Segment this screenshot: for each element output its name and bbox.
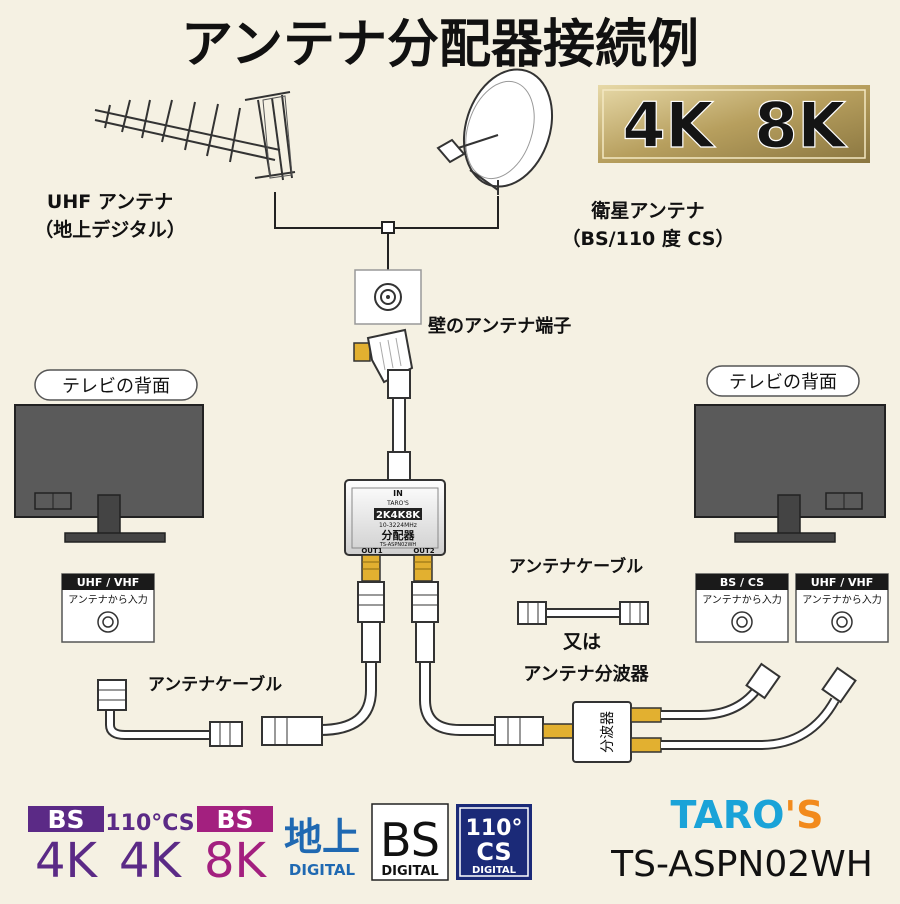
splitter-name: 分配器 <box>382 528 416 542</box>
tv-right-port-1-sub: アンテナから入力 <box>702 593 782 606</box>
separator-body-text: 分波器 <box>600 711 616 753</box>
logo-chideji-bottom: DIGITAL <box>289 861 356 879</box>
svg-text:TARO'S: TARO'S <box>671 793 824 837</box>
brand-logo: TARO'S <box>671 793 824 837</box>
uhf-antenna-icon <box>94 91 296 181</box>
logo-csdigital-bottom: DIGITAL <box>472 865 517 876</box>
short-cable-icon <box>517 601 649 625</box>
input-cable <box>392 397 406 459</box>
splitter-brand: TARO'S <box>386 500 409 507</box>
tv-right-antenna-port-bscs: BS / CS アンテナから入力 <box>695 573 789 643</box>
cable-label-right: アンテナケーブル <box>509 556 643 577</box>
splitter-model: TS-ASPN02WH <box>379 542 417 548</box>
wall-antenna-terminal <box>354 269 422 325</box>
page-title: アンテナ分配器接続例 <box>181 15 699 75</box>
tv-left-port-sub: アンテナから入力 <box>68 593 148 606</box>
tv-right-back-label: テレビの背面 <box>729 372 837 393</box>
tv-right-antenna-port-uhf: UHF / VHF アンテナから入力 <box>795 573 889 643</box>
brand-logo-main: TARO <box>671 793 785 837</box>
f-connectors-vertical <box>357 581 439 663</box>
f-connector-right <box>494 716 574 746</box>
logo-bs8k-top: BS <box>216 805 253 834</box>
splitter-output-ports <box>361 554 433 582</box>
logo-chideji-top: 地上 <box>284 815 360 859</box>
tv-left: テレビの背面 <box>14 369 204 543</box>
satellite-dish-icon <box>436 68 554 195</box>
splitter-out2-label: OUT2 <box>413 547 434 555</box>
separator-label: アンテナ分波器 <box>523 663 649 685</box>
l-plug-connector-icon <box>353 328 414 399</box>
tv-left-port-header: UHF / VHF <box>77 576 140 589</box>
logo-csdigital-top: 110° <box>466 816 523 841</box>
logo-chideji: 地上 DIGITAL <box>284 815 360 879</box>
tv-right: テレビの背面 <box>694 365 886 543</box>
uhf-antenna-label: UHF アンテナ <box>47 191 173 213</box>
logo-csdigital-mid: CS <box>476 838 511 866</box>
badge-4k8k: 4K 8K <box>598 85 870 163</box>
splitter-device: IN TARO'S 2K4K8K 10-3224MHz 分配器 TS-ASPN0… <box>344 479 446 556</box>
tv-left-antenna-port: UHF / VHF アンテナから入力 <box>61 573 155 643</box>
antenna-feed-lines <box>274 192 499 272</box>
separator-device: 分波器 <box>572 701 662 763</box>
tv-right-port-1-header: BS / CS <box>720 576 764 589</box>
tv-right-port-2-header: UHF / VHF <box>811 576 874 589</box>
tv-left-back-label: テレビの背面 <box>62 376 170 397</box>
logo-bs8k-bottom: 8K <box>204 833 268 889</box>
wall-terminal-label: 壁のアンテナ端子 <box>428 315 571 337</box>
logo-bs-digital: BS DIGITAL <box>371 803 449 881</box>
brand-logo-suffix: 'S <box>784 793 823 837</box>
splitter-output-cables <box>105 660 500 740</box>
logo-cs4k-top: 110°CS <box>105 811 194 836</box>
splitter-out1-label: OUT1 <box>361 547 382 555</box>
satellite-antenna-sublabel: （BS/110 度 CS） <box>562 227 735 250</box>
satellite-antenna-label: 衛星アンテナ <box>590 199 704 222</box>
logo-cs4k-bottom: 4K <box>119 833 183 889</box>
model-number: TS-ASPN02WH <box>610 844 873 885</box>
f-connector-left <box>97 679 323 747</box>
logo-bs4k: BS 4K <box>28 805 104 889</box>
uhf-antenna-sublabel: （地上デジタル） <box>34 218 186 241</box>
logo-bsdigital-top: BS <box>380 813 440 867</box>
tv-right-port-2-sub: アンテナから入力 <box>802 593 882 606</box>
splitter-freq: 10-3224MHz <box>379 522 417 529</box>
logo-bs4k-top: BS <box>47 805 84 834</box>
splitter-band: 2K4K8K <box>376 510 421 521</box>
separator-output-cables <box>661 662 857 750</box>
logo-110cs-digital: 110° CS DIGITAL <box>456 804 532 880</box>
logo-bs4k-bottom: 4K <box>35 833 99 889</box>
badge-4k-text: 4K <box>622 89 715 162</box>
logo-bsdigital-bottom: DIGITAL <box>381 864 438 879</box>
or-text: 又は <box>563 631 601 653</box>
logo-110cs4k: 110°CS 4K <box>105 811 194 889</box>
cable-label-left: アンテナケーブル <box>148 674 282 695</box>
splitter-in-label: IN <box>393 489 403 498</box>
logo-bs8k: BS 8K <box>197 805 273 889</box>
badge-8k-text: 8K <box>754 89 847 162</box>
